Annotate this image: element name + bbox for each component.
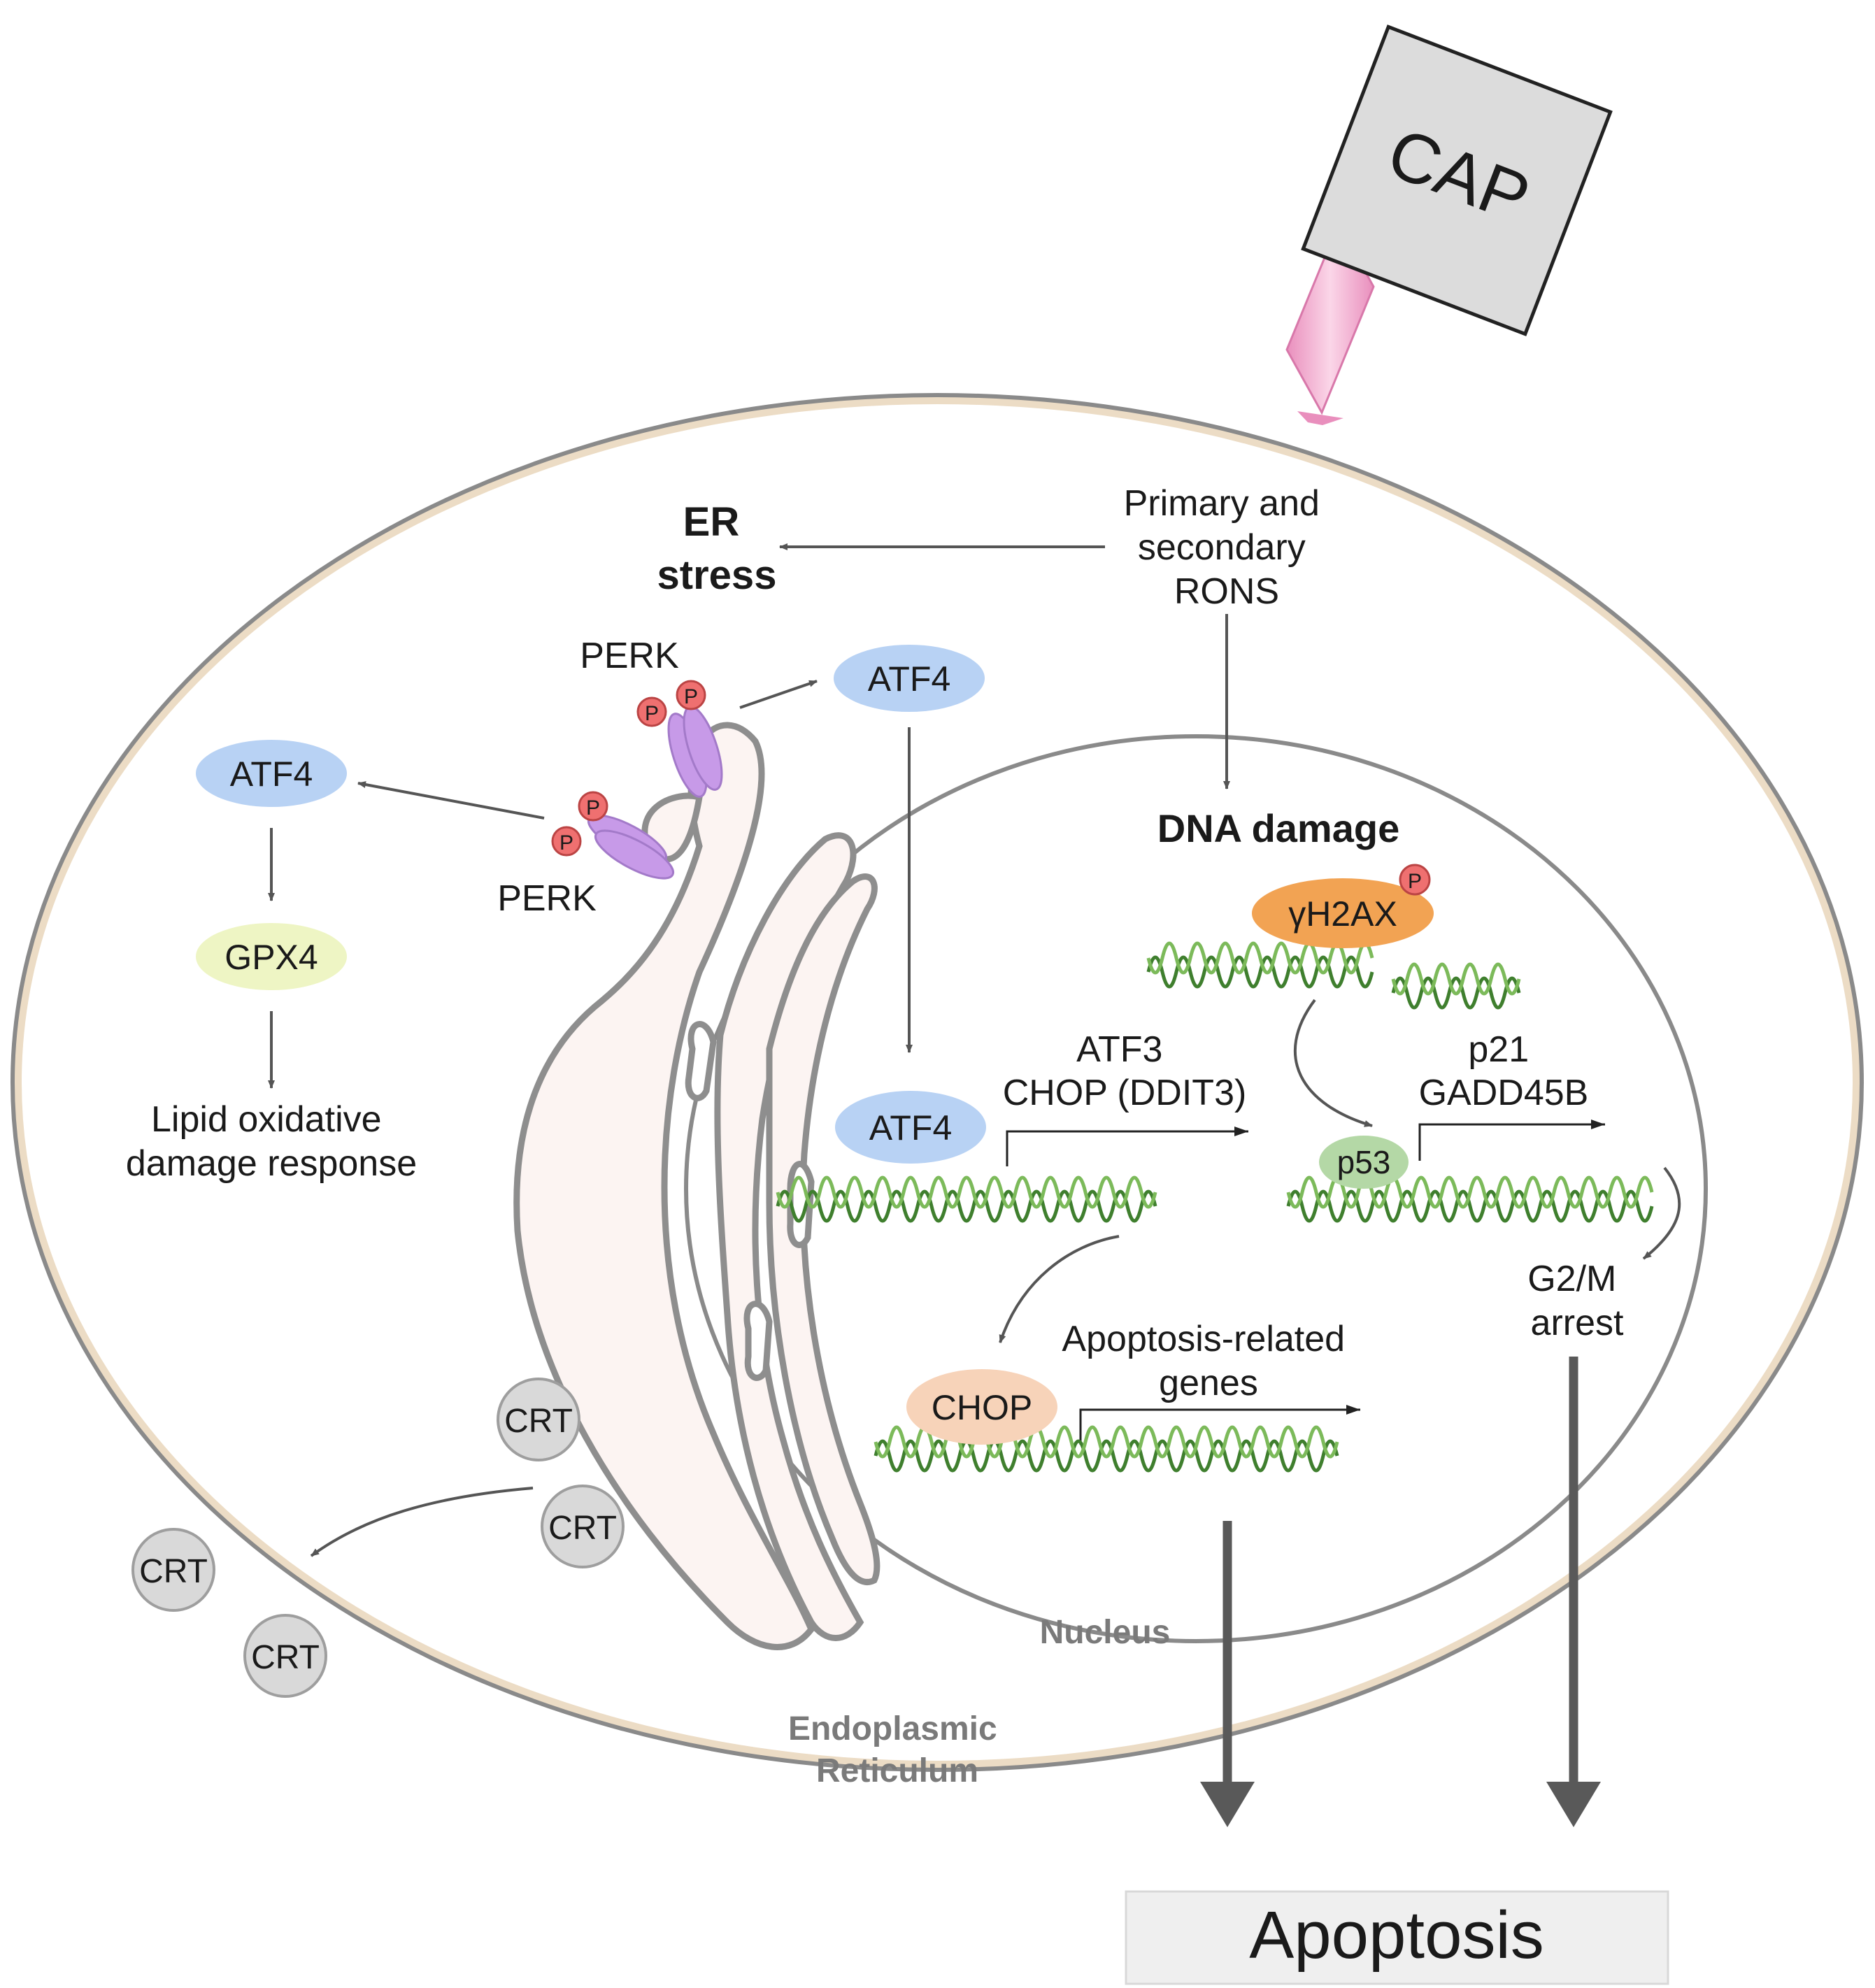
h2ax-label: γH2AX	[1288, 894, 1397, 934]
phospho-perk-left-1	[578, 791, 608, 822]
chop-label: CHOP	[932, 1388, 1032, 1427]
p21-gadd45b-label: p21 GADD45B	[1419, 1029, 1589, 1113]
perk-to-atf4-arrow	[739, 680, 818, 709]
apoptosis-genes-transcription-arrow	[1079, 1405, 1360, 1445]
atf3-chop-transcription-arrow	[1006, 1127, 1248, 1166]
p53-label: p53	[1337, 1144, 1391, 1180]
apoptosis-label: Apoptosis	[1249, 1898, 1544, 1973]
g2m-arrest-label: G2/M arrest	[1527, 1259, 1627, 1343]
gpx4-node	[196, 923, 347, 990]
crt-export-arrow	[310, 1487, 534, 1557]
p21-transcription-arrow	[1418, 1120, 1605, 1161]
apoptosis-genes-label: Apoptosis-related genes	[1062, 1319, 1355, 1403]
crt-membrane-2	[243, 1614, 327, 1698]
phospho-perk-top-1-label: P	[645, 702, 659, 725]
h2ax-node	[1252, 878, 1434, 948]
phospho-h2ax	[1399, 864, 1431, 896]
gpx4-label: GPX4	[224, 938, 318, 977]
atf4-top-label: ATF4	[868, 659, 951, 699]
endoplasmic-reticulum	[513, 722, 881, 1650]
phospho-h2ax-label: P	[1408, 870, 1422, 893]
phospho-perk-left-2	[551, 826, 582, 857]
er-label: Endoplasmic Reticulum	[788, 1710, 1006, 1789]
nucleus-label: Nucleus	[1040, 1614, 1171, 1651]
perk-left-label: PERK	[497, 878, 597, 919]
dna-helix-atf4	[776, 1175, 1157, 1223]
phospho-perk-left-2-label: P	[559, 831, 573, 854]
perk-top-label: PERK	[580, 636, 679, 676]
cap-device	[1285, 24, 1613, 425]
crt-membrane-2-label: CRT	[251, 1639, 320, 1676]
dna-damage-label: DNA damage	[1157, 806, 1399, 850]
crt-er-1-label: CRT	[504, 1403, 573, 1440]
chop-node	[906, 1369, 1057, 1445]
atf3-chop-label: ATF3 CHOP (DDIT3)	[1003, 1029, 1247, 1113]
apoptosis-box	[1125, 1890, 1669, 1985]
dna-helix-p53	[1286, 1175, 1654, 1223]
p53-to-g2m-arrow	[1642, 1166, 1681, 1260]
p53-node	[1319, 1136, 1409, 1189]
rons-label: Primary and secondary RONS	[1124, 483, 1330, 612]
atf4-nucleus-label: ATF4	[869, 1108, 953, 1147]
crt-membrane-1	[131, 1528, 215, 1612]
lipid-damage-label: Lipid oxidative damage response	[126, 1099, 417, 1184]
perk-to-atf4-left-arrow	[357, 781, 545, 820]
phospho-perk-top-1	[636, 696, 667, 727]
phospho-perk-top-2-label: P	[684, 685, 698, 708]
h2ax-to-p53-arrow	[1294, 999, 1373, 1127]
atf4-to-chop-arrow	[999, 1235, 1120, 1343]
phospho-perk-top-2	[676, 680, 706, 710]
atf4-nucleus-node	[835, 1091, 986, 1164]
phospho-perk-left-1-label: P	[586, 796, 600, 820]
crt-er-2-label: CRT	[548, 1510, 617, 1547]
atf4-top-node	[834, 645, 985, 712]
er-stress-label: ER stress	[657, 499, 777, 598]
dna-helix-damaged	[1146, 941, 1521, 1010]
crt-er-1	[497, 1378, 580, 1461]
atf4-left-node	[196, 740, 347, 807]
crt-membrane-1-label: CRT	[139, 1553, 208, 1590]
crt-er-2	[541, 1485, 625, 1568]
atf4-left-label: ATF4	[230, 755, 313, 794]
